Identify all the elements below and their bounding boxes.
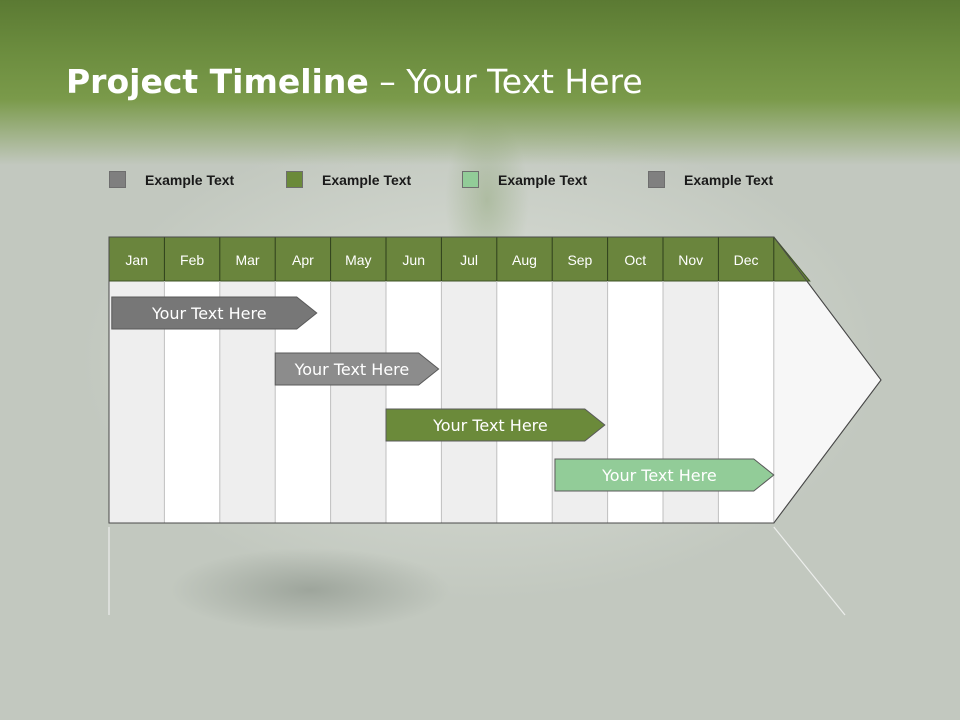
month-label-may: May xyxy=(345,252,371,268)
legend-swatch-3 xyxy=(462,171,479,188)
task-bar-3 xyxy=(385,408,606,442)
month-label-jan: Jan xyxy=(125,252,148,268)
task-bar-2 xyxy=(274,352,440,386)
page-title: Project Timeline – Your Text Here xyxy=(66,60,643,104)
legend-label-4: Example Text xyxy=(684,172,774,188)
month-label-jul: Jul xyxy=(460,252,478,268)
timeline-outline xyxy=(108,236,882,524)
timeline-column xyxy=(386,281,442,523)
timeline-column xyxy=(441,281,497,523)
task-label-1: Your Text Here xyxy=(151,304,267,323)
header-band xyxy=(0,0,960,165)
task-bar-4 xyxy=(554,458,775,492)
legend-label-1: Example Text xyxy=(145,172,235,188)
title-rest: – Your Text Here xyxy=(368,62,643,101)
legend-label-2: Example Text xyxy=(322,172,412,188)
legend-swatch-4 xyxy=(648,171,665,188)
timeline-column xyxy=(330,281,386,523)
month-label-mar: Mar xyxy=(235,252,259,268)
title-bold: Project Timeline xyxy=(66,62,369,101)
legend-swatch-2 xyxy=(286,171,303,188)
month-label-oct: Oct xyxy=(624,252,646,268)
timeline-column xyxy=(496,281,553,523)
reflection-right xyxy=(773,526,846,616)
task-bar-1 xyxy=(111,296,318,330)
month-label-nov: Nov xyxy=(678,252,703,268)
legend-label-3: Example Text xyxy=(498,172,588,188)
month-label-jun: Jun xyxy=(402,252,425,268)
legend-swatch-1 xyxy=(109,171,126,188)
month-label-dec: Dec xyxy=(734,252,759,268)
month-label-apr: Apr xyxy=(292,252,314,268)
month-label-feb: Feb xyxy=(180,252,204,268)
task-label-3: Your Text Here xyxy=(432,416,548,435)
month-label-aug: Aug xyxy=(512,252,537,268)
task-label-2: Your Text Here xyxy=(294,360,410,379)
task-label-4: Your Text Here xyxy=(601,466,717,485)
month-label-sep: Sep xyxy=(567,252,592,268)
